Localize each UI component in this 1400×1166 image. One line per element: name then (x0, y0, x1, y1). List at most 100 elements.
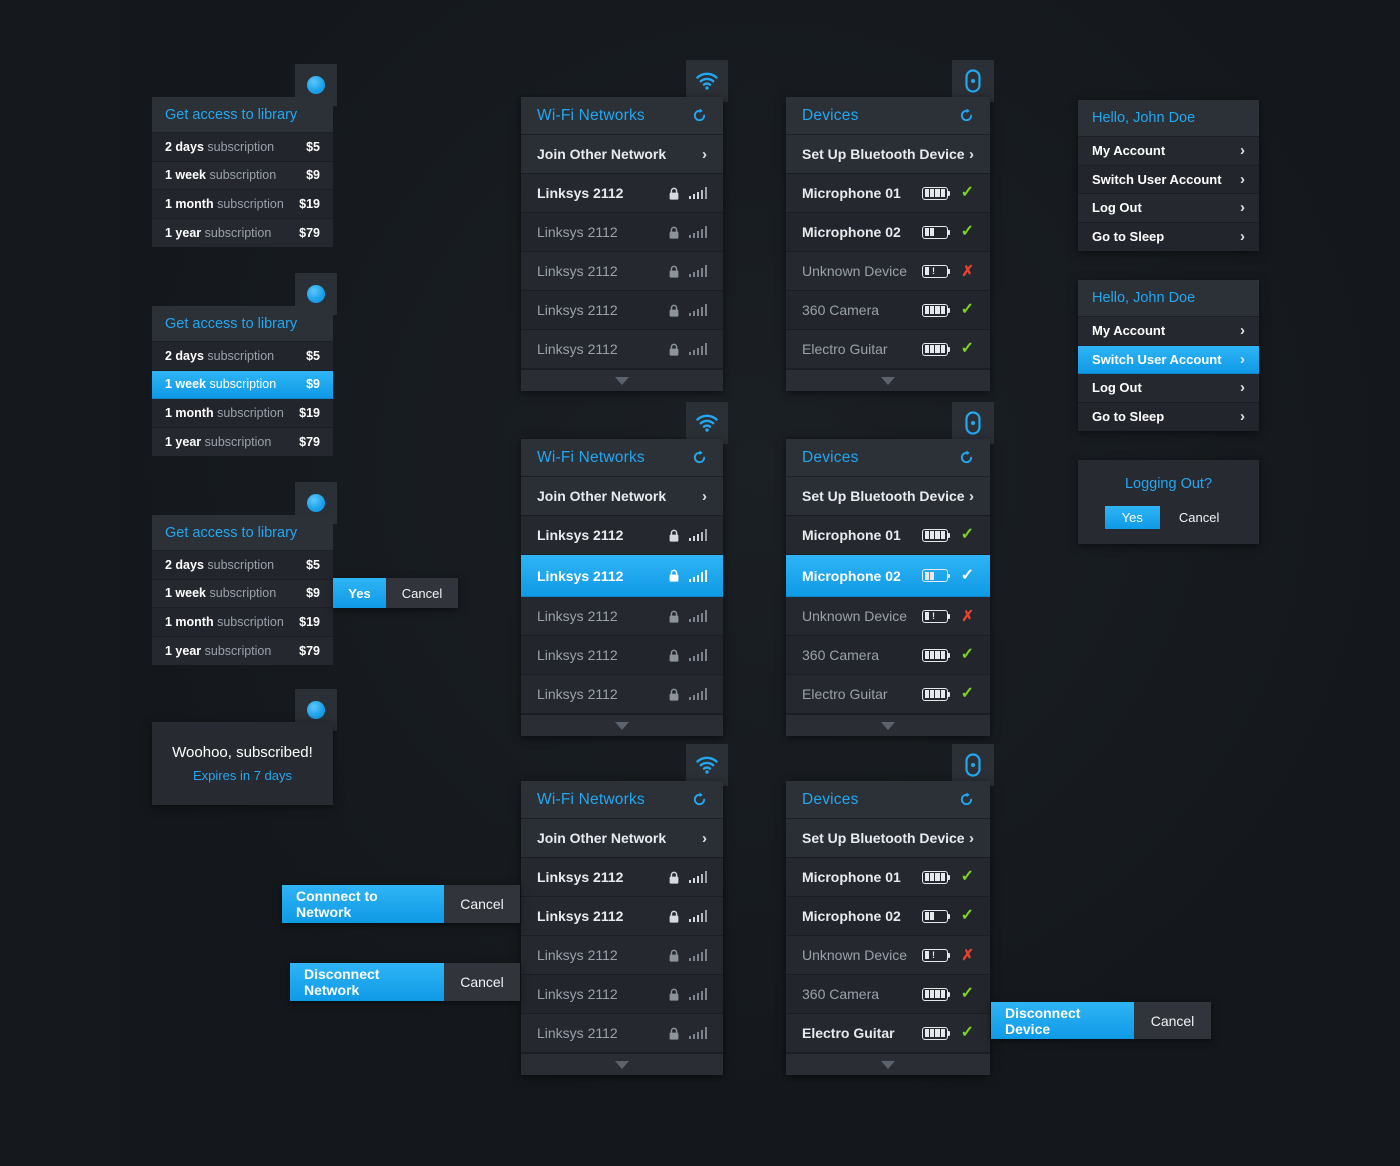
account-item-log-out[interactable]: Log Out › (1078, 194, 1259, 223)
wifi-network-row[interactable]: Linksys 2112 (521, 174, 723, 213)
account-item-my-account[interactable]: My Account › (1078, 317, 1259, 346)
chevron-down-icon (881, 376, 895, 385)
devices-setup-bluetooth[interactable]: Set Up Bluetooth Device › (786, 135, 990, 174)
wifi-scroll-down[interactable] (521, 1053, 723, 1075)
lock-icon (669, 949, 678, 962)
logout-cancel-button[interactable]: Cancel (1178, 510, 1220, 525)
wifi-network-row[interactable]: Linksys 2112 (521, 1014, 723, 1053)
device-row[interactable]: Electro Guitar ✓ (786, 1014, 990, 1053)
wifi-network-row-selected[interactable]: Linksys 2112 (521, 555, 723, 597)
wifi-network-row[interactable]: Linksys 2112 (521, 675, 723, 714)
lock-icon (669, 569, 678, 582)
wifi-network-row[interactable]: Linksys 2112 (521, 252, 723, 291)
wifi-tab-2[interactable] (686, 402, 728, 444)
device-row[interactable]: 360 Camera ✓ (786, 636, 990, 675)
device-row[interactable]: Microphone 01 ✓ (786, 174, 990, 213)
subscription-option[interactable]: 1 year subscription $79 (152, 636, 333, 665)
wifi-tab-1[interactable] (686, 60, 728, 102)
devices-scroll-down[interactable] (786, 369, 990, 391)
account-item-switch-user-account-selected[interactable]: Switch User Account › (1078, 345, 1259, 374)
chevron-right-icon: › (1240, 142, 1245, 160)
battery-half-icon (922, 225, 951, 239)
signal-bars-icon (688, 949, 707, 961)
device-row[interactable]: Microphone 02 ✓ (786, 897, 990, 936)
subscription-title: Get access to library (165, 524, 298, 541)
wifi-join-other-network[interactable]: Join Other Network › (521, 477, 723, 516)
device-row[interactable]: Electro Guitar ✓ (786, 675, 990, 714)
wifi-network-row[interactable]: Linksys 2112 (521, 897, 723, 936)
device-row[interactable]: Microphone 01 ✓ (786, 516, 990, 555)
devices-setup-bluetooth[interactable]: Set Up Bluetooth Device › (786, 477, 990, 516)
wifi-network-row[interactable]: Linksys 2112 (521, 330, 723, 369)
connected-check-icon: ✓ (960, 907, 974, 924)
connect-to-network-button[interactable]: Connnect to Network (282, 885, 444, 923)
devices-scroll-down[interactable] (786, 1053, 990, 1075)
subscription-option[interactable]: 2 days subscription $5 (152, 133, 333, 162)
lock-icon (669, 226, 678, 239)
subscription-option[interactable]: 2 days subscription $5 (152, 342, 333, 371)
wifi-network-row[interactable]: Linksys 2112 (521, 291, 723, 330)
device-row[interactable]: Unknown Device ! ✗ (786, 252, 990, 291)
account-item-my-account[interactable]: My Account › (1078, 137, 1259, 166)
wifi-network-row[interactable]: Linksys 2112 (521, 975, 723, 1014)
subscription-option[interactable]: 1 week subscription $9 (152, 579, 333, 608)
subscription-option[interactable]: 1 month subscription $19 (152, 190, 333, 219)
subscription-option[interactable]: 1 month subscription $19 (152, 399, 333, 428)
refresh-icon[interactable] (692, 450, 707, 465)
subscription-cancel-button[interactable]: Cancel (386, 578, 458, 608)
disconnect-device-button[interactable]: Disconnect Device (991, 1002, 1134, 1039)
device-cancel-button[interactable]: Cancel (1134, 1002, 1211, 1039)
wifi-join-other-network[interactable]: Join Other Network › (521, 135, 723, 174)
signal-bars-icon (688, 1027, 707, 1039)
devices-tab-1[interactable] (952, 60, 994, 102)
subscription-yes-button[interactable]: Yes (333, 578, 386, 608)
account-item-switch-user-account[interactable]: Switch User Account › (1078, 165, 1259, 194)
subscription-option[interactable]: 1 week subscription $9 (152, 161, 333, 190)
refresh-icon[interactable] (959, 792, 974, 807)
lock-icon (669, 988, 678, 1001)
subscription-option-selected[interactable]: 1 week subscription $9 (152, 370, 333, 399)
subscription-option[interactable]: 2 days subscription $5 (152, 551, 333, 580)
wifi-network-row[interactable]: Linksys 2112 (521, 213, 723, 252)
subscription-option[interactable]: 1 year subscription $79 (152, 218, 333, 247)
subscription-option[interactable]: 1 year subscription $79 (152, 427, 333, 456)
account-item-go-to-sleep[interactable]: Go to Sleep › (1078, 222, 1259, 251)
wifi-join-other-network[interactable]: Join Other Network › (521, 819, 723, 858)
disconnect-cancel-button[interactable]: Cancel (444, 963, 520, 1001)
wifi-network-row[interactable]: Linksys 2112 (521, 936, 723, 975)
devices-tab-3[interactable] (952, 744, 994, 786)
refresh-icon[interactable] (959, 450, 974, 465)
device-row[interactable]: 360 Camera ✓ (786, 975, 990, 1014)
refresh-icon[interactable] (959, 108, 974, 123)
wifi-scroll-down[interactable] (521, 714, 723, 736)
wifi-network-row[interactable]: Linksys 2112 (521, 636, 723, 675)
device-row[interactable]: Microphone 01 ✓ (786, 858, 990, 897)
account-item-log-out[interactable]: Log Out › (1078, 374, 1259, 403)
wifi-tab-3[interactable] (686, 744, 728, 786)
device-row[interactable]: Unknown Device ! ✗ (786, 597, 990, 636)
wifi-network-row[interactable]: Linksys 2112 (521, 516, 723, 555)
refresh-icon[interactable] (692, 792, 707, 807)
account-item-go-to-sleep[interactable]: Go to Sleep › (1078, 402, 1259, 431)
battery-full-icon (922, 303, 951, 317)
refresh-icon[interactable] (692, 108, 707, 123)
device-row[interactable]: Unknown Device ! ✗ (786, 936, 990, 975)
devices-tab-2[interactable] (952, 402, 994, 444)
connected-check-icon: ✓ (960, 868, 974, 885)
devices-scroll-down[interactable] (786, 714, 990, 736)
disconnect-network-button[interactable]: Disconnect Network (290, 963, 444, 1001)
devices-setup-bluetooth[interactable]: Set Up Bluetooth Device › (786, 819, 990, 858)
device-row[interactable]: Microphone 02 ✓ (786, 213, 990, 252)
logout-yes-button[interactable]: Yes (1104, 506, 1160, 529)
wifi-scroll-down[interactable] (521, 369, 723, 391)
wifi-network-row[interactable]: Linksys 2112 (521, 597, 723, 636)
device-row-selected[interactable]: Microphone 02 ✓ (786, 555, 990, 597)
error-cross-icon: ✗ (961, 262, 974, 280)
signal-bars-icon (688, 265, 707, 277)
subscription-option[interactable]: 1 month subscription $19 (152, 608, 333, 637)
device-row[interactable]: 360 Camera ✓ (786, 291, 990, 330)
wifi-network-row[interactable]: Linksys 2112 (521, 858, 723, 897)
battery-full-icon (922, 870, 951, 884)
device-row[interactable]: Electro Guitar ✓ (786, 330, 990, 369)
connect-cancel-button[interactable]: Cancel (444, 885, 520, 923)
